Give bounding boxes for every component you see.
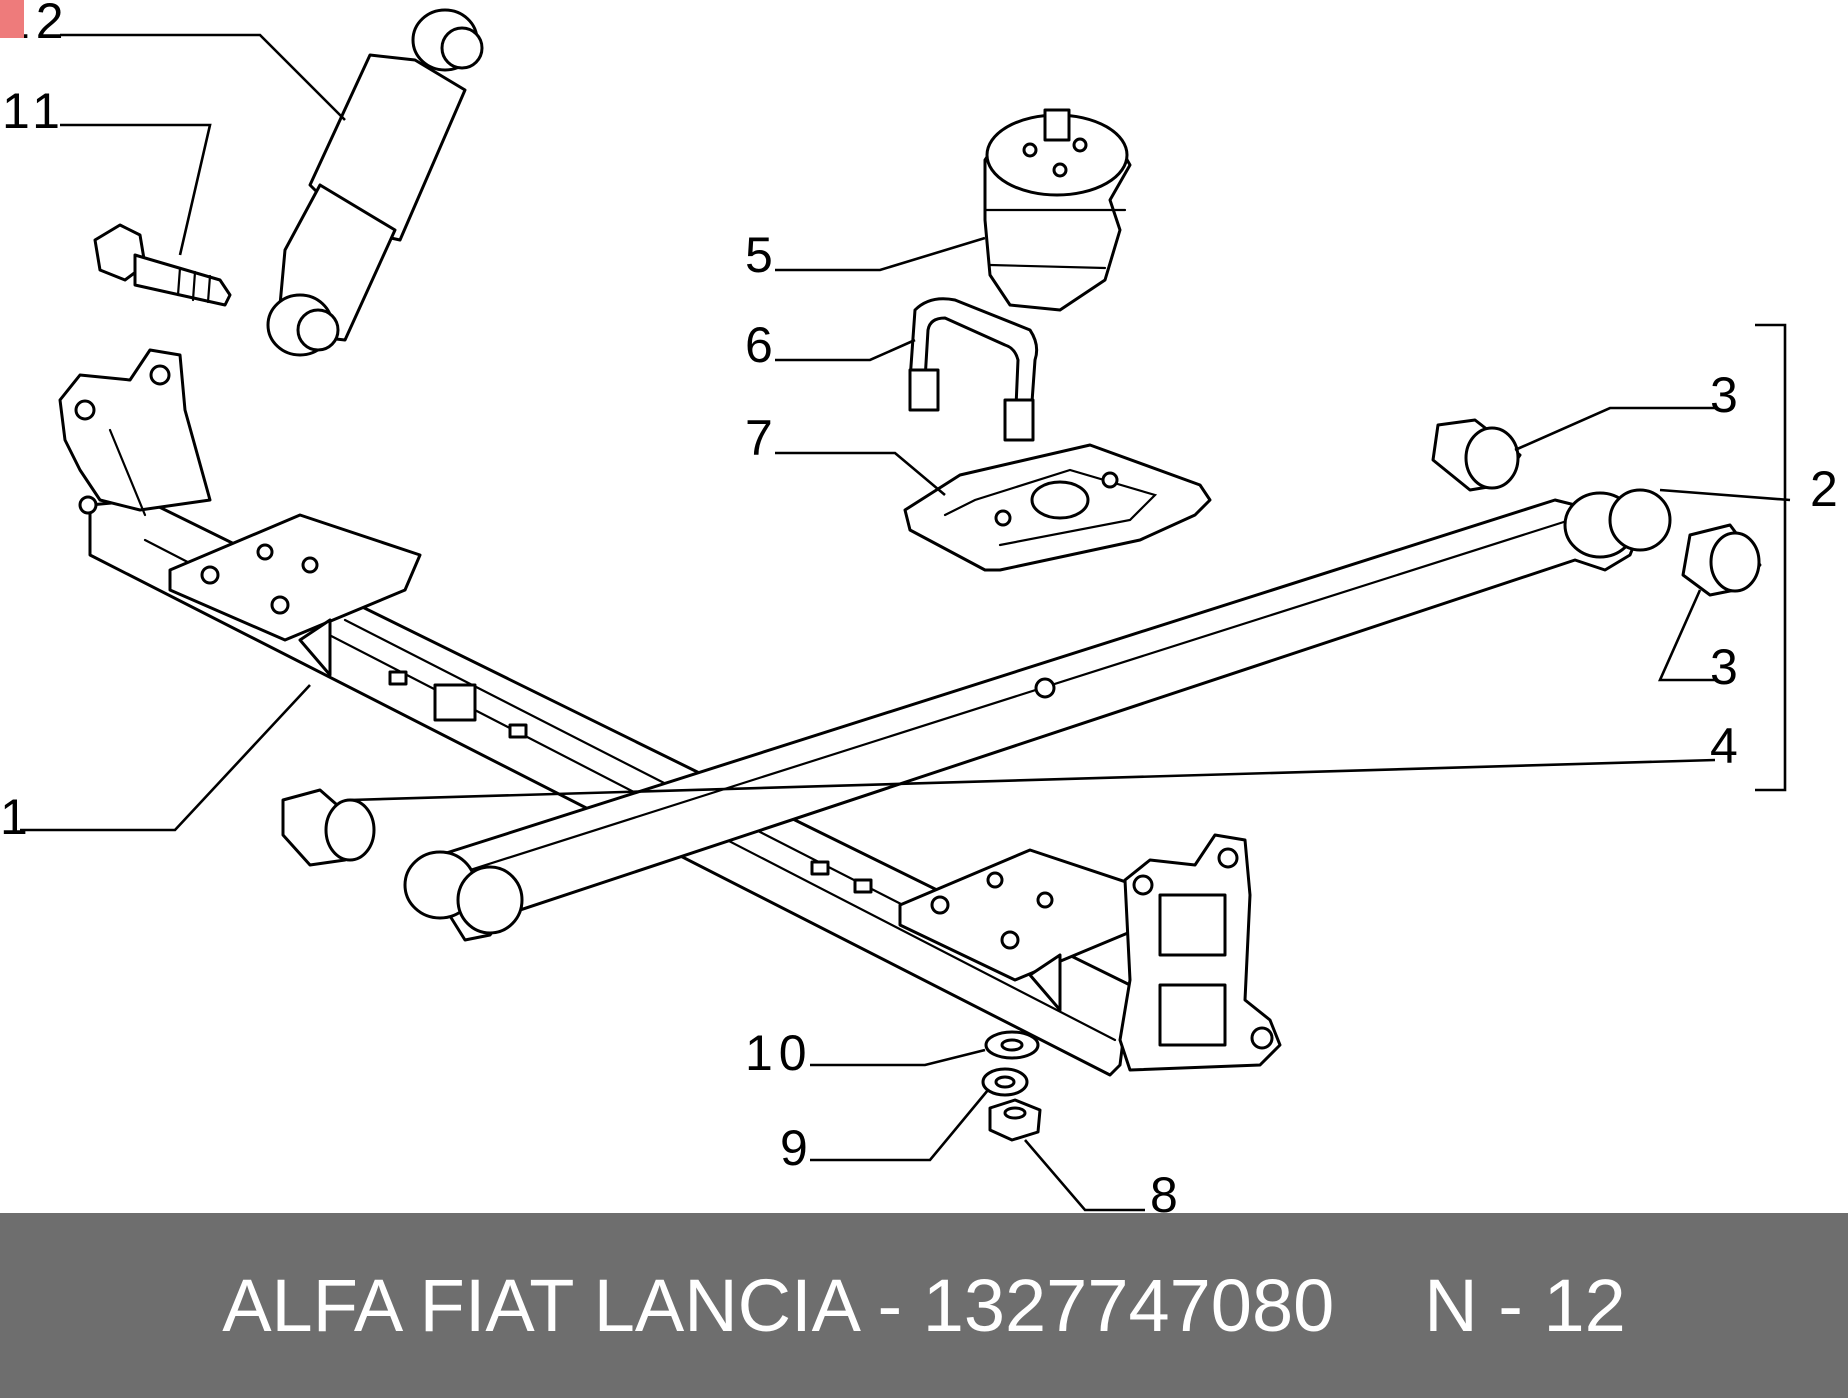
fasteners [981,1030,1042,1142]
callout-11: 11 [2,83,66,139]
callout-6: 6 [745,317,779,373]
callout-5: 5 [745,227,779,283]
spring-plate [903,443,1212,572]
callout-3-bottom: 3 [1710,639,1744,695]
callout-labels: 12 11 5 6 7 3 2 3 4 1 10 9 8 [0,0,1844,1213]
footer-part-number: ALFA FIAT LANCIA - 1327747080 [222,1264,1335,1347]
callout-2: 2 [1810,461,1844,517]
footer-page-ref: N - 12 [1424,1264,1626,1347]
callout-10: 10 [745,1025,813,1081]
u-bolt [908,297,1039,442]
footer-caption: ALFA FIAT LANCIA - 1327747080 N - 12 [222,1263,1626,1348]
footer-bar: ALFA FIAT LANCIA - 1327747080 N - 12 [0,1213,1848,1398]
exploded-parts-diagram: 12 11 5 6 7 3 2 3 4 1 10 9 8 [0,0,1844,1213]
bushings [281,418,1762,867]
shock-absorber [266,8,484,357]
bolt [93,223,232,307]
callout-7: 7 [745,410,779,466]
callout-1: 1 [0,789,34,845]
axle-beam [58,348,1282,1077]
leader-lines [20,33,1791,1212]
callout-3-top: 3 [1710,367,1744,423]
callout-8: 8 [1150,1167,1184,1213]
callout-4: 4 [1710,718,1744,774]
highlight-marker [0,0,24,38]
callout-9: 9 [780,1120,814,1176]
bump-stop [983,108,1132,312]
leaf-spring [403,488,1672,942]
